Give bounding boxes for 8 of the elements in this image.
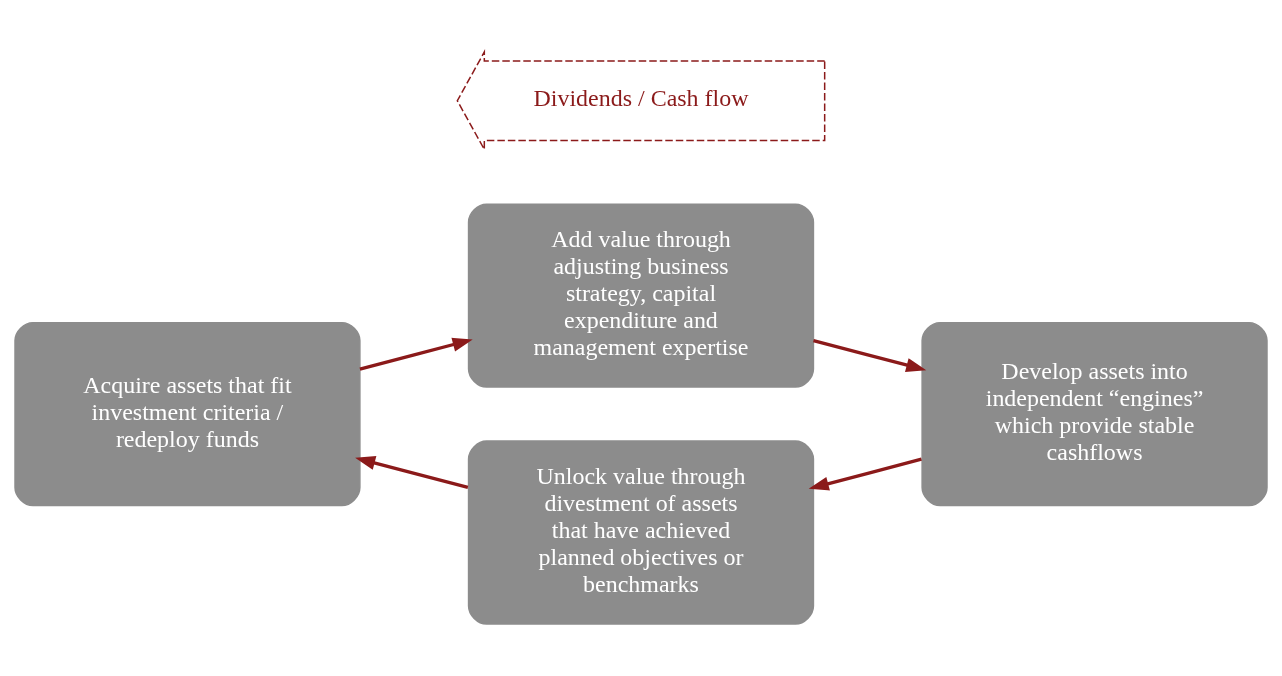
arrow <box>355 456 469 490</box>
node-box: Add value through adjusting business strategy, capital expenditure and management expertise <box>467 203 815 388</box>
arrow <box>808 457 922 491</box>
node-box: Acquire assets that fit investment criteria / redeploy funds <box>14 321 361 507</box>
node-box: Develop assets into independent “engines” which provide stable cashflows <box>921 321 1268 507</box>
node-box: Unlock value through divestment of assets that have achieved planned objectives or benchmarks <box>467 440 815 625</box>
arrow <box>813 339 927 372</box>
arrow <box>359 337 473 371</box>
